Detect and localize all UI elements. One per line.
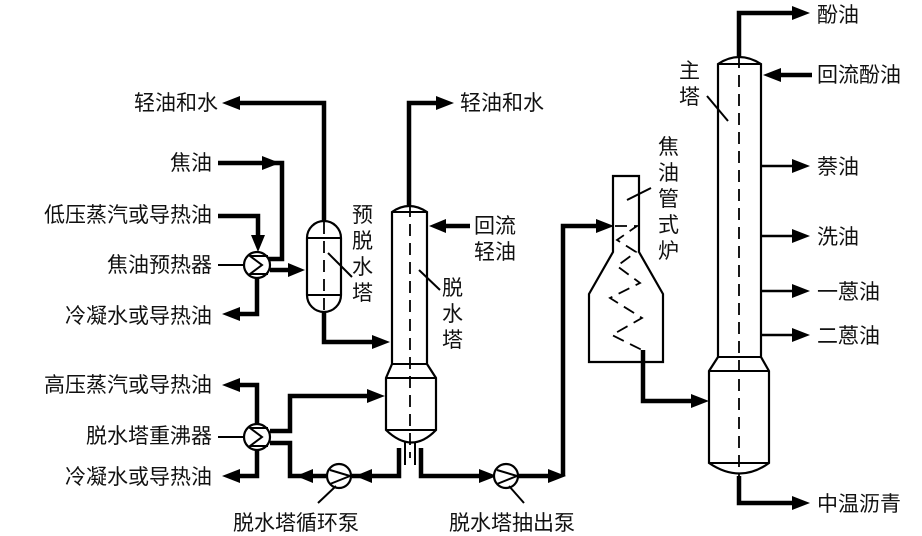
line-low-pressure-steam [218, 213, 261, 243]
arrow-icon [251, 235, 265, 252]
arrow-icon [355, 469, 372, 483]
stream-label-medium-pitch: 中温沥青 [817, 492, 901, 516]
arrow-icon [262, 156, 280, 170]
tube-furnace [587, 174, 665, 364]
arrow-icon [792, 6, 810, 20]
stream-label-phenol-oil: 酚油 [817, 3, 859, 27]
arrow-icon [792, 496, 810, 510]
label-furnace-2: 油 [658, 161, 679, 185]
label-furnace-1: 焦 [658, 135, 679, 159]
stream-label-reflux-light-oil-1: 回流 [474, 214, 516, 238]
arrow-icon [792, 284, 810, 298]
equipment-label-circulation-pump: 脱水塔循环泵 [233, 511, 359, 535]
arrow-icon [792, 159, 810, 173]
equipment-label-preheater: 焦油预热器 [107, 253, 212, 277]
arrow-icon [792, 328, 810, 342]
stream-label-wash-oil: 洗油 [817, 225, 859, 249]
stream-label-low-pressure-steam: 低压蒸汽或导热油 [44, 203, 212, 227]
arrow-icon [296, 469, 313, 483]
stream-label-reflux-light-oil-2: 轻油 [474, 240, 516, 264]
line-condensate-2 [232, 450, 260, 479]
arrow-icon [792, 229, 810, 243]
draw-pump [492, 462, 525, 504]
label-furnace-4: 式 [658, 213, 679, 237]
stream-label-anthracene-oil-2: 二蒽油 [817, 324, 880, 348]
stream-label-reflux-phenol-oil: 回流酚油 [817, 63, 901, 87]
label-furnace-3: 管 [658, 187, 679, 211]
line-medium-pitch [736, 476, 795, 506]
arrow-icon [372, 335, 390, 349]
stream-label-anthracene-oil-1: 一蒽油 [817, 280, 880, 304]
arrow-icon [548, 469, 566, 483]
label-furnace-5: 炉 [658, 239, 679, 263]
stream-label-light-oil-water-1: 轻油和水 [134, 91, 218, 115]
line-high-pressure-steam [232, 382, 260, 424]
label-pre-dehydration-1: 预 [352, 203, 373, 227]
stream-label-tar-in: 焦油 [170, 151, 212, 175]
dehydration-tower [384, 204, 441, 465]
arrow-icon [222, 469, 240, 483]
label-dehydration-1: 脱 [442, 276, 463, 300]
stream-label-high-pressure-steam: 高压蒸汽或导热油 [44, 373, 212, 397]
preheater-heat-exchanger [242, 250, 272, 280]
main-tower [706, 55, 771, 478]
stream-label-light-oil-water-2: 轻油和水 [460, 91, 544, 115]
reboiler-heat-exchanger [242, 422, 272, 452]
arrow-icon [436, 96, 454, 110]
label-main-tower-1: 主 [679, 59, 700, 83]
line-light-oil-water-1 [232, 100, 327, 228]
label-dehydration-3: 塔 [442, 328, 463, 352]
arrow-icon [691, 394, 709, 408]
label-pre-dehydration-4: 塔 [352, 281, 373, 305]
line-condensate-1 [232, 278, 260, 317]
label-pre-dehydration-3: 水 [352, 255, 373, 279]
arrow-icon [222, 307, 240, 321]
arrow-icon [222, 378, 240, 392]
stream-label-condensate-1: 冷凝水或导热油 [65, 304, 212, 328]
equipment-label-draw-pump: 脱水塔抽出泵 [449, 511, 575, 535]
line-tar-in [218, 160, 285, 262]
circulation-pump [317, 462, 353, 504]
arrow-icon [288, 263, 305, 277]
arrow-icon [222, 96, 240, 110]
arrow-icon [367, 389, 385, 403]
label-main-tower-2: 塔 [679, 85, 700, 109]
equipment-label-reboiler: 脱水塔重沸器 [86, 424, 212, 448]
line-phenol-oil [736, 10, 795, 56]
arrow-icon [763, 68, 781, 82]
label-dehydration-2: 水 [442, 302, 463, 326]
stream-label-condensate-2: 冷凝水或导热油 [65, 465, 212, 489]
label-pre-dehydration-2: 脱 [352, 229, 373, 253]
arrow-icon [479, 469, 497, 483]
line-light-oil-water-2 [406, 100, 440, 205]
stream-label-naphthalene-oil: 萘油 [817, 155, 859, 179]
pre-dehydration-tower [305, 219, 353, 314]
arrow-icon [429, 219, 446, 233]
arrow-icon [596, 219, 614, 233]
